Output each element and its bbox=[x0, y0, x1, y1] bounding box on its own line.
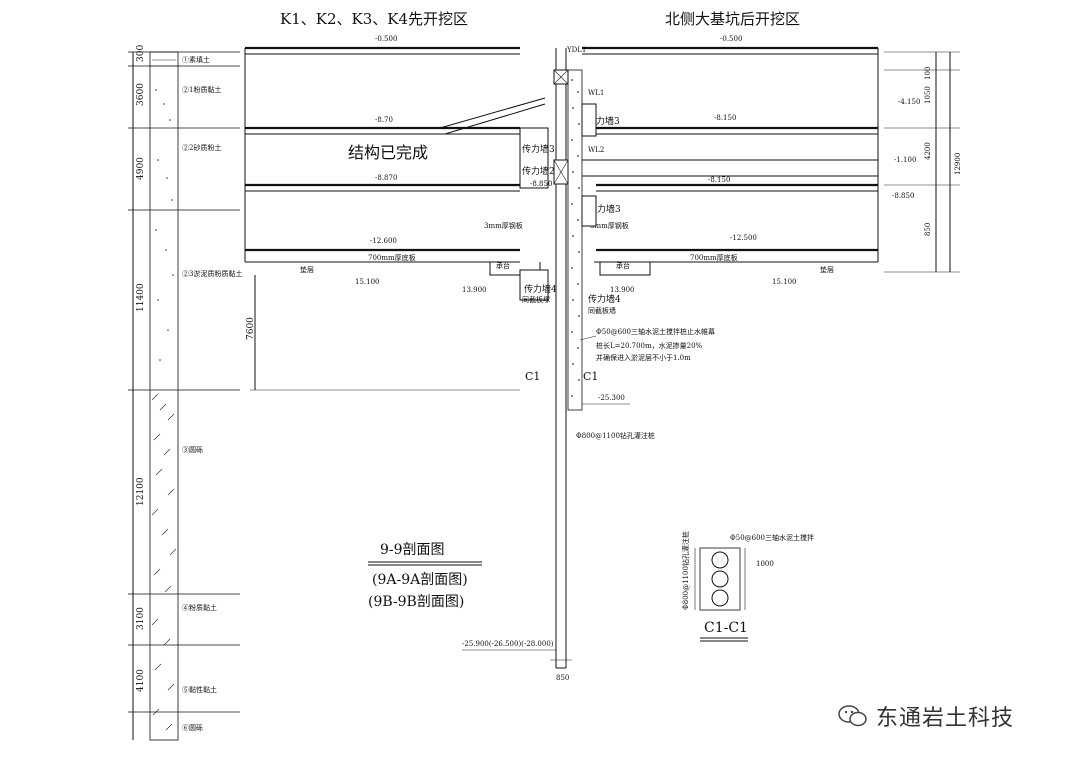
elevation-label: -8.870 bbox=[375, 174, 397, 182]
soil-layer-name: ③圆砾 bbox=[182, 445, 203, 454]
elevation-label: -8.70 bbox=[375, 116, 393, 124]
section-subtitle-1: (9A-9A剖面图) bbox=[372, 572, 468, 588]
depth-label: 11400 bbox=[136, 283, 146, 312]
wl-label: WL2 bbox=[588, 146, 604, 154]
left-structure bbox=[244, 46, 546, 391]
soil-layer-name: ①素填土 bbox=[182, 55, 210, 64]
elevation-label: -12.500 bbox=[730, 234, 757, 242]
cushion-label: 垫层 bbox=[300, 265, 314, 274]
detail-title: C1-C1 bbox=[704, 620, 748, 636]
soil-layer-name: ④粉质黏土 bbox=[182, 603, 217, 612]
dim-label: 1050 bbox=[924, 86, 932, 104]
depth-label: 12100 bbox=[136, 477, 146, 506]
slab-label: 700mm厚底板 bbox=[368, 253, 416, 262]
section-title: 9-9剖面图 bbox=[380, 542, 445, 558]
cap-label: 承台 bbox=[616, 261, 630, 270]
wl-label: WL1 bbox=[588, 89, 604, 97]
right-structure bbox=[581, 46, 960, 276]
support-walls-left bbox=[519, 127, 549, 301]
cap-label: 承台 bbox=[496, 261, 510, 270]
slab-label: 700mm厚底板 bbox=[690, 253, 738, 262]
dim-label: 100 bbox=[924, 67, 932, 80]
dim-label: 850 bbox=[556, 674, 569, 682]
elevation-label: -4.150 bbox=[898, 98, 920, 106]
soil-layer-name: ②3淤泥质粉质黏土 bbox=[182, 269, 242, 278]
watermark: 东通岩土科技 bbox=[876, 706, 1015, 731]
pile-note: 桩长L=20.700m，水泥掺量20% bbox=[596, 341, 703, 350]
depth-label: 4100 bbox=[136, 669, 146, 692]
elevation-label: -0.500 bbox=[720, 35, 742, 43]
soil-layer-name: ②1粉质黏土 bbox=[182, 85, 221, 94]
c1-detail bbox=[694, 547, 746, 611]
left-zone-title: K1、K2、K3、K4先开挖区 bbox=[280, 10, 468, 28]
depth-label: 3100 bbox=[136, 607, 146, 630]
support-wall-label: 传力墙4 bbox=[588, 293, 621, 305]
structure-done-label: 结构已完成 bbox=[348, 143, 428, 162]
elevation-label: -25.300 bbox=[598, 394, 625, 402]
elevation-label: -8.150 bbox=[714, 114, 736, 122]
section-subtitle-2: (9B-9B剖面图) bbox=[368, 594, 464, 610]
dim-label: 850 bbox=[924, 223, 932, 236]
elevation-label: 15.100 bbox=[772, 278, 797, 286]
board-label: 同截板墙 bbox=[588, 306, 616, 315]
elevation-label: -1.100 bbox=[894, 156, 916, 164]
support-wall-label: 传力墙3 bbox=[522, 143, 555, 155]
pile-note: Φ50@600三轴水泥土搅拌桩止水帷幕 bbox=[596, 327, 715, 336]
dim-label: 7600 bbox=[246, 317, 256, 340]
board-label: 同截板塚 bbox=[522, 295, 550, 304]
pile-label: Φ800@1100钻孔灌注桩 bbox=[576, 431, 655, 440]
elevation-label: -0.500 bbox=[375, 35, 397, 43]
dim-label: 12900 bbox=[954, 153, 962, 175]
soil-layer-name: ⑤黏性黏土 bbox=[182, 685, 217, 694]
elevation-label: -12.600 bbox=[370, 237, 397, 245]
soil-column: 300 3600 4900 11400 12100 3100 4100 ①素填土… bbox=[128, 45, 242, 741]
detail-note: Φ800@1100钻孔灌注桩 bbox=[681, 531, 690, 610]
depth-label: 4900 bbox=[136, 157, 146, 180]
elevation-label: 13.900 bbox=[610, 286, 635, 294]
support-wall-label: 传力墙2 bbox=[522, 165, 555, 177]
soil-layer-name: ⑥圆砾 bbox=[182, 723, 203, 732]
detail-note: 1000 bbox=[756, 560, 774, 568]
cut-label: C1 bbox=[525, 370, 540, 383]
pile-note: 并确保进入淤泥层不小于1.0m bbox=[596, 353, 691, 362]
dim-label: 4200 bbox=[924, 142, 932, 160]
ydl-label: YDL1 bbox=[566, 46, 586, 54]
elevation-label: -8.850 bbox=[530, 180, 552, 188]
wechat-icon bbox=[838, 705, 867, 727]
elevation-label: -8.150 bbox=[708, 176, 730, 184]
right-zone-title: 北侧大基坑后开挖区 bbox=[665, 10, 800, 28]
steel-plate-label: 3mm厚钢板 bbox=[484, 221, 523, 230]
elevation-label: -8.850 bbox=[892, 192, 914, 200]
cushion-label: 垫层 bbox=[820, 265, 834, 274]
support-wall-label: 传力墙4 bbox=[524, 283, 557, 295]
elevation-label: 15.100 bbox=[355, 278, 380, 286]
steel-plate-label: 3mm厚钢板 bbox=[590, 221, 629, 230]
pile-wall bbox=[550, 48, 583, 669]
cut-label: C1 bbox=[583, 370, 598, 383]
depth-label: 300 bbox=[136, 45, 146, 62]
depth-label: 3600 bbox=[136, 83, 146, 106]
soil-layer-name: ②2砂质粉土 bbox=[182, 143, 221, 152]
detail-note: Φ50@600三轴水泥土搅拌 bbox=[730, 533, 814, 542]
elevation-label: -25.900(-26.500)(-28.000) bbox=[462, 640, 554, 648]
elevation-label: 13.900 bbox=[462, 286, 487, 294]
